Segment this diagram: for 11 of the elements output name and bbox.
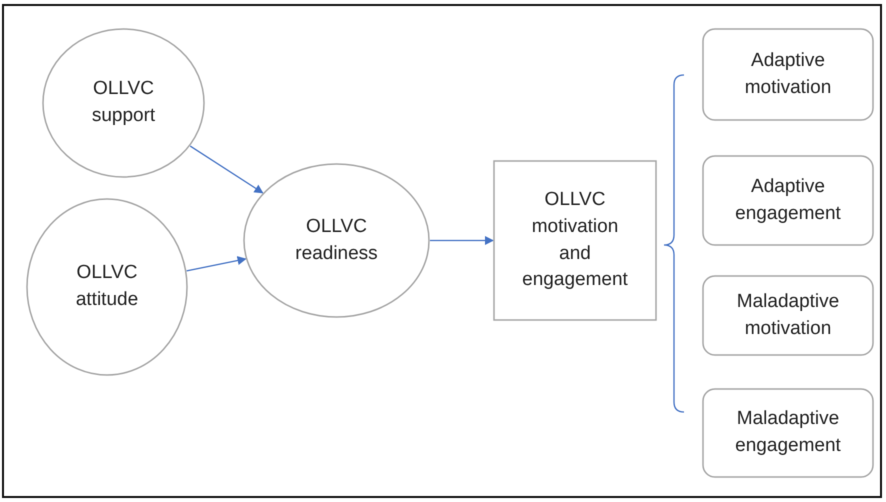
node-label: Adaptive motivation: [744, 48, 832, 100]
arrow: [186, 256, 247, 272]
node-label: OLLVC support: [90, 77, 156, 128]
arrow: [430, 236, 494, 246]
node-label: Maladaptive engagement: [734, 407, 842, 458]
node-label: OLLVC readiness: [294, 214, 379, 266]
node-label: OLLVC attitude: [74, 261, 140, 312]
node-label: Adaptive engagement: [734, 174, 842, 226]
arrow: [190, 146, 264, 194]
node-label: Maladaptive motivation: [736, 290, 840, 340]
node-label: OLLVC motivation and engagement: [521, 188, 629, 292]
